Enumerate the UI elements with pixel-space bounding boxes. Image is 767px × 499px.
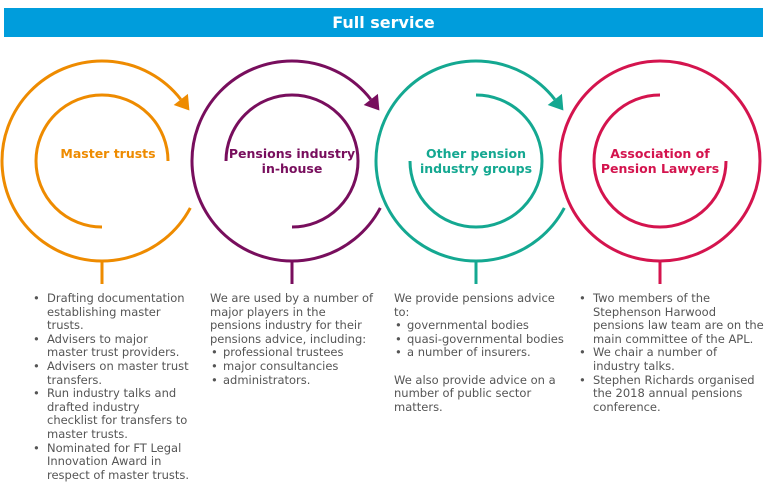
list-item: Run industry talks and drafted industry …	[30, 386, 190, 441]
pensions-in-house-arrow-icon	[363, 93, 380, 111]
label-pensions-in-house: Pensions industry in-house	[228, 146, 356, 176]
master-trusts-outer-arc	[0, 59, 192, 263]
label-master-trusts: Master trusts	[60, 146, 156, 161]
list-item: professional trustees	[210, 346, 376, 360]
master-trusts-arrow-icon	[173, 93, 190, 111]
intro-text: We are used by a number of major players…	[210, 291, 374, 346]
other-groups-description: We provide pensions advice to: governmen…	[394, 291, 566, 414]
list-item: Nominated for FT Legal Innovation Award …	[30, 441, 190, 483]
list-item: Advisers to major master trust providers…	[30, 332, 190, 360]
other-groups-outer-arc	[374, 59, 566, 263]
list-item: Advisers on master trust transfers.	[30, 359, 190, 387]
other-groups-inner-arc	[408, 93, 544, 229]
other-groups-arrow-icon	[547, 93, 564, 111]
banner-title: Full service	[332, 13, 435, 32]
intro-text: We provide pensions advice to:	[394, 291, 555, 319]
list-item: Stephen Richards organised the 2018 annu…	[576, 373, 766, 415]
master-trusts-description: Drafting documentation establishing mast…	[30, 291, 190, 483]
master-trusts-inner-arc	[34, 93, 170, 229]
apl-inner-arc	[592, 93, 728, 229]
pensions-in-house-description: We are used by a number of major players…	[210, 291, 376, 388]
list-item: a number of insurers.	[394, 346, 566, 360]
pensions-in-house-inner-arc	[224, 93, 360, 229]
list-item: administrators.	[210, 373, 376, 388]
list-item: Drafting documentation establishing mast…	[30, 291, 190, 333]
pensions-in-house-outer-arc	[190, 59, 382, 263]
label-apl: Association of Pension Lawyers	[600, 146, 720, 176]
label-other-groups: Other pension industry groups	[419, 146, 533, 176]
outro-text: We also provide advice on a number of pu…	[394, 372, 556, 414]
list-item: We chair a number of industry talks.	[576, 346, 766, 373]
full-service-banner: Full service	[4, 8, 763, 37]
list-item: Two members of the Stephenson Harwood pe…	[576, 291, 766, 346]
list-item: governmental bodies	[394, 319, 566, 333]
apl-description: Two members of the Stephenson Harwood pe…	[576, 291, 766, 415]
list-item: quasi-governmental bodies	[394, 332, 566, 347]
list-item: major consultancies	[210, 359, 376, 374]
